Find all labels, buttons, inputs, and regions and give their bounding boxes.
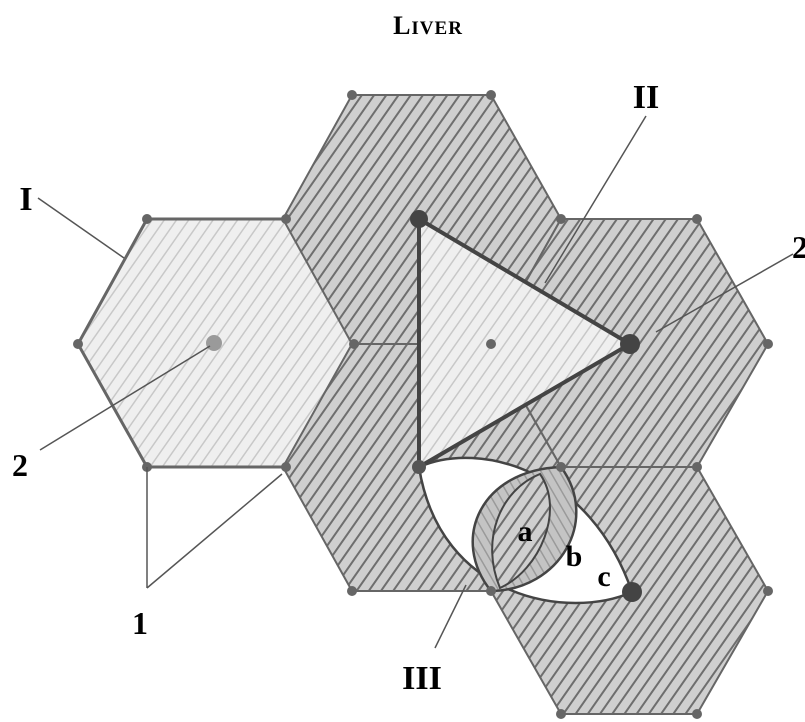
label-portal-tract: 1 xyxy=(132,605,148,641)
title-rest: IVER xyxy=(411,18,463,39)
label-portal-lobule: II xyxy=(633,79,659,116)
portal-node-center xyxy=(486,339,496,349)
label-zone-c: c xyxy=(597,560,610,593)
label-classic-lobule: I xyxy=(19,181,32,218)
label-central-vein-left: 2 xyxy=(12,447,28,483)
central-vein-top xyxy=(410,210,428,228)
label-zone-a: a xyxy=(518,515,533,548)
title-first-letter: L xyxy=(393,11,411,40)
central-vein-middle xyxy=(412,460,426,474)
label-acinus: III xyxy=(402,660,442,697)
label-zone-b: b xyxy=(566,540,583,573)
label-central-vein-right: 2 xyxy=(792,229,805,265)
central-vein-right xyxy=(620,334,640,354)
page-title: LIVER xyxy=(393,11,463,40)
central-vein-bottom xyxy=(622,582,642,602)
central-vein-left xyxy=(206,335,222,351)
